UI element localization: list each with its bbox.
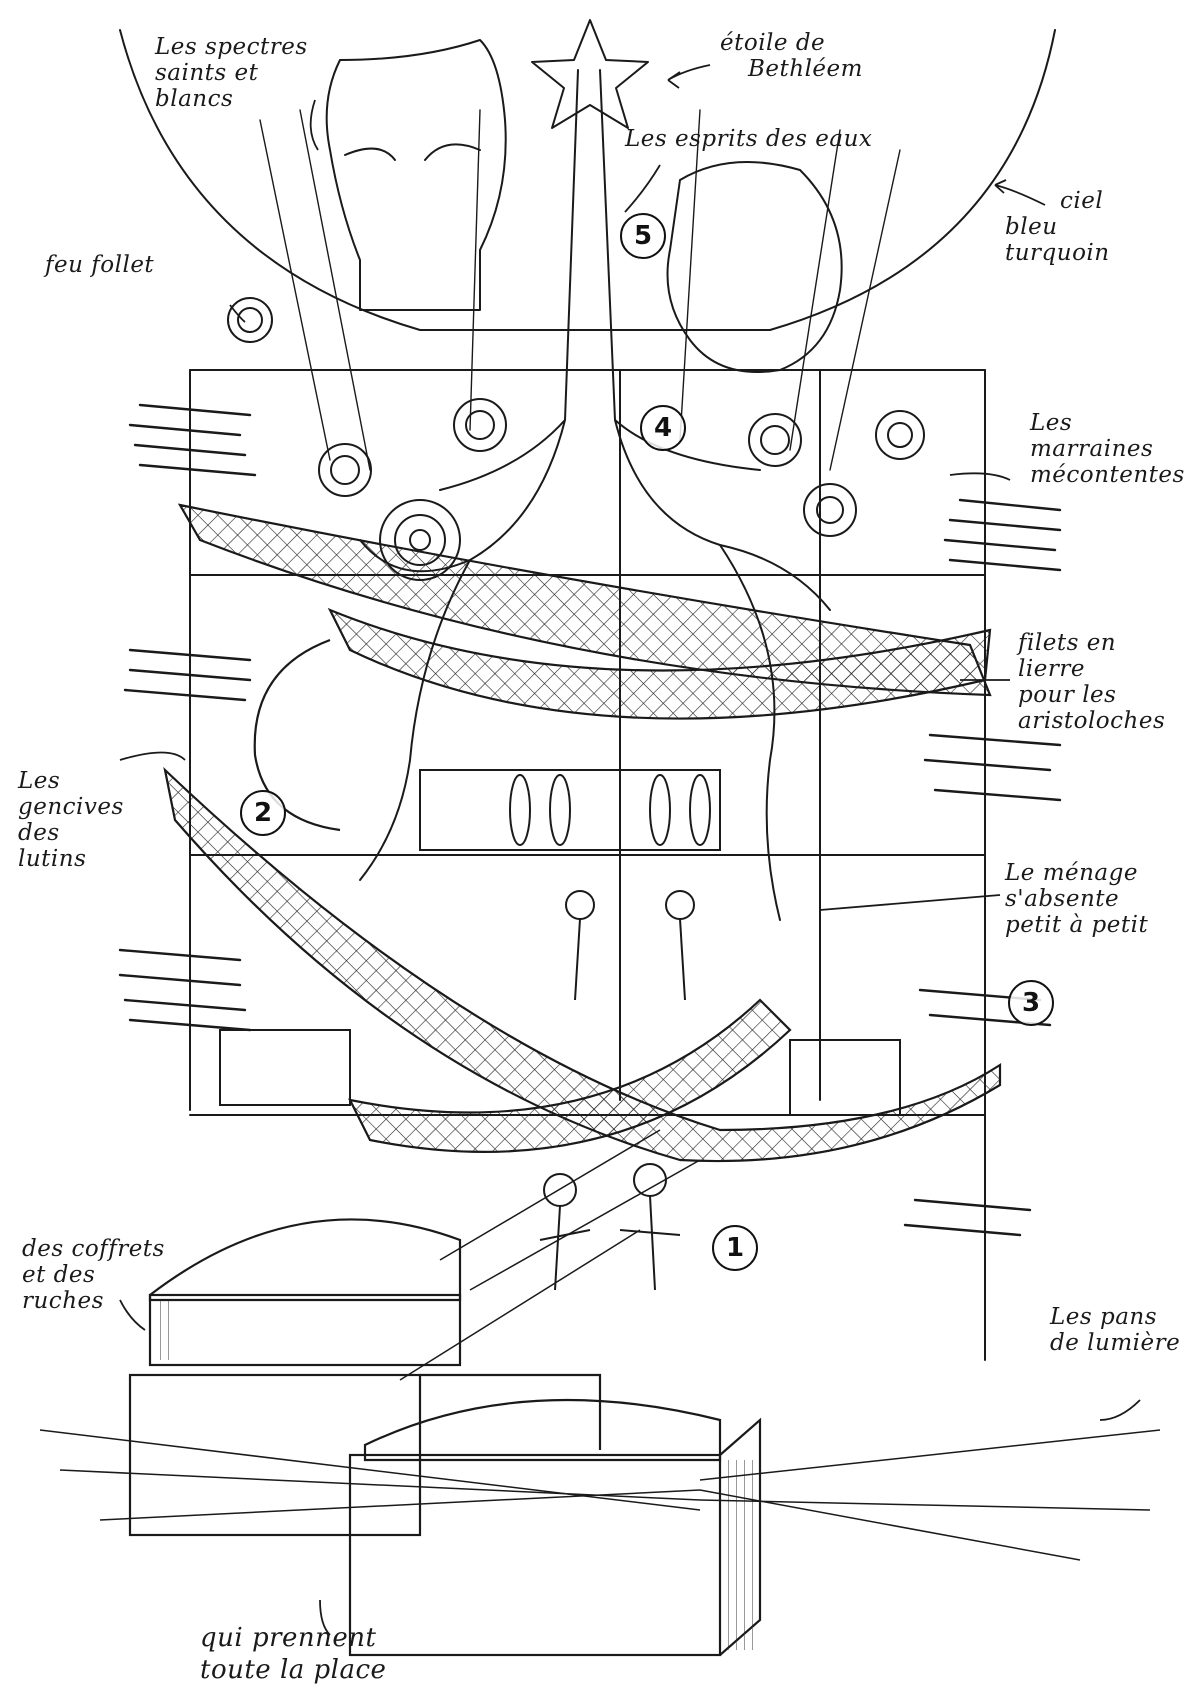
label-line: ciel xyxy=(1060,188,1104,214)
net-band-top xyxy=(177,503,992,697)
label-line: turquoin xyxy=(1005,240,1110,266)
label-line: étoile de xyxy=(720,30,826,56)
marker-2: 2 xyxy=(240,790,286,836)
label-line: des coffrets xyxy=(22,1236,165,1262)
label-pans: Les pans de lumière xyxy=(1050,1304,1180,1356)
label-line: saints et xyxy=(155,60,259,86)
coffret-left-top xyxy=(148,1293,462,1367)
label-line: de lumière xyxy=(1050,1330,1181,1356)
label-line: Les pans xyxy=(1050,1304,1158,1330)
marker-1: 1 xyxy=(712,1225,758,1271)
label-line: bleu xyxy=(1005,214,1058,240)
spectre-torso xyxy=(325,39,507,311)
label-line: toute la place xyxy=(200,1655,387,1685)
moon xyxy=(253,638,341,832)
net-band-upper-cross xyxy=(327,607,992,720)
label-line: blancs xyxy=(155,86,234,112)
label-esprits: Les esprits des eaux xyxy=(625,126,872,152)
label-line: petit à petit xyxy=(1005,912,1149,938)
label-line: ruches xyxy=(22,1288,104,1314)
label-prennent: qui prennent toute la place xyxy=(200,1622,386,1686)
label-line: aristoloches xyxy=(1018,708,1166,734)
label-ciel: ciel bleu turquoin xyxy=(1005,188,1110,266)
marker-5: 5 xyxy=(620,213,666,259)
label-etoile: étoile de Bethléem xyxy=(720,30,863,82)
coffret-front xyxy=(348,1453,722,1657)
label-line: lutins xyxy=(18,846,87,872)
label-feu-follet: feu follet xyxy=(45,252,154,278)
net-band-lower xyxy=(163,766,1002,1163)
label-line: feu follet xyxy=(45,252,155,278)
label-coffrets: des coffrets et des ruches xyxy=(22,1236,165,1314)
label-filets: filets en lierre pour les aristoloches xyxy=(1018,630,1165,734)
label-gencives: Les gencives des lutins xyxy=(18,768,124,872)
marker-3: 3 xyxy=(1008,980,1054,1026)
label-line: et des xyxy=(22,1262,96,1288)
label-line: des xyxy=(18,820,60,846)
label-line: Les xyxy=(18,768,61,794)
star-shape xyxy=(531,19,649,129)
water-spirit xyxy=(666,161,843,373)
net-band-bottom xyxy=(348,998,792,1153)
label-line: lierre xyxy=(1018,656,1085,682)
hive-left-dome xyxy=(148,1218,462,1302)
tree-trunk xyxy=(359,69,831,611)
label-line: marraines xyxy=(1030,436,1154,462)
label-marraines: Les marraines mécontentes xyxy=(1030,410,1185,488)
label-line: Les spectres xyxy=(155,34,308,60)
label-line: gencives xyxy=(18,794,124,820)
hive-front-dome xyxy=(363,1398,722,1462)
label-line: Le ménage xyxy=(1005,860,1138,886)
label-line: Les esprits des eaux xyxy=(625,126,873,152)
label-menage: Le ménage s'absente petit à petit xyxy=(1005,860,1148,938)
label-line: filets en xyxy=(1018,630,1117,656)
label-line: mécontentes xyxy=(1030,462,1185,488)
label-spectres: Les spectres saints et blancs xyxy=(155,34,308,112)
label-line: s'absente xyxy=(1005,886,1120,912)
label-line: qui prennent xyxy=(200,1623,377,1653)
label-line: pour les xyxy=(1018,682,1117,708)
label-line: Les xyxy=(1030,410,1073,436)
marker-4: 4 xyxy=(640,405,686,451)
label-line: Bethléem xyxy=(748,56,863,82)
sky-dome xyxy=(119,29,1056,331)
